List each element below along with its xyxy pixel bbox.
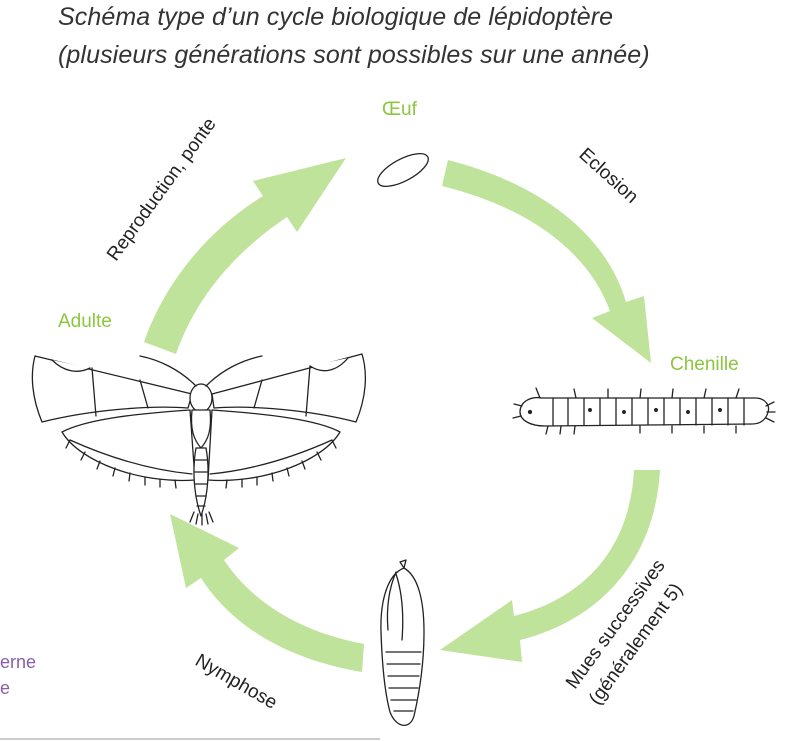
transition-label-reproduction: Reproduction, ponte	[103, 114, 221, 265]
stage-label-caterpillar: Chenille	[670, 354, 739, 375]
caterpillar-icon	[512, 387, 776, 435]
diagram-title-line-2: (plusieurs générations sont possibles su…	[58, 41, 650, 69]
transition-label-pupation: Nymphose	[192, 650, 281, 714]
arrow-egg-to-caterpillar	[442, 160, 651, 363]
cycle-arrows	[144, 158, 660, 672]
bottom-divider	[0, 738, 380, 740]
diagram-title-line-1: Schéma type d’un cycle biologique de lép…	[58, 3, 614, 31]
stage-label-adult: Adulte	[58, 311, 112, 332]
stage-label-egg: Œuf	[382, 99, 418, 120]
side-text-fragment-1: erne	[0, 652, 37, 672]
transition-label-hatching: Eclosion	[575, 144, 642, 208]
arrow-adult-to-egg	[144, 158, 346, 354]
arrow-caterpillar-to-chrysalis	[440, 470, 660, 662]
arrow-chrysalis-to-adult	[170, 514, 364, 672]
side-text-fragment-2: e	[0, 678, 11, 698]
egg-icon	[377, 153, 429, 187]
moth-icon	[31, 353, 366, 526]
chrysalis-icon	[380, 559, 425, 726]
